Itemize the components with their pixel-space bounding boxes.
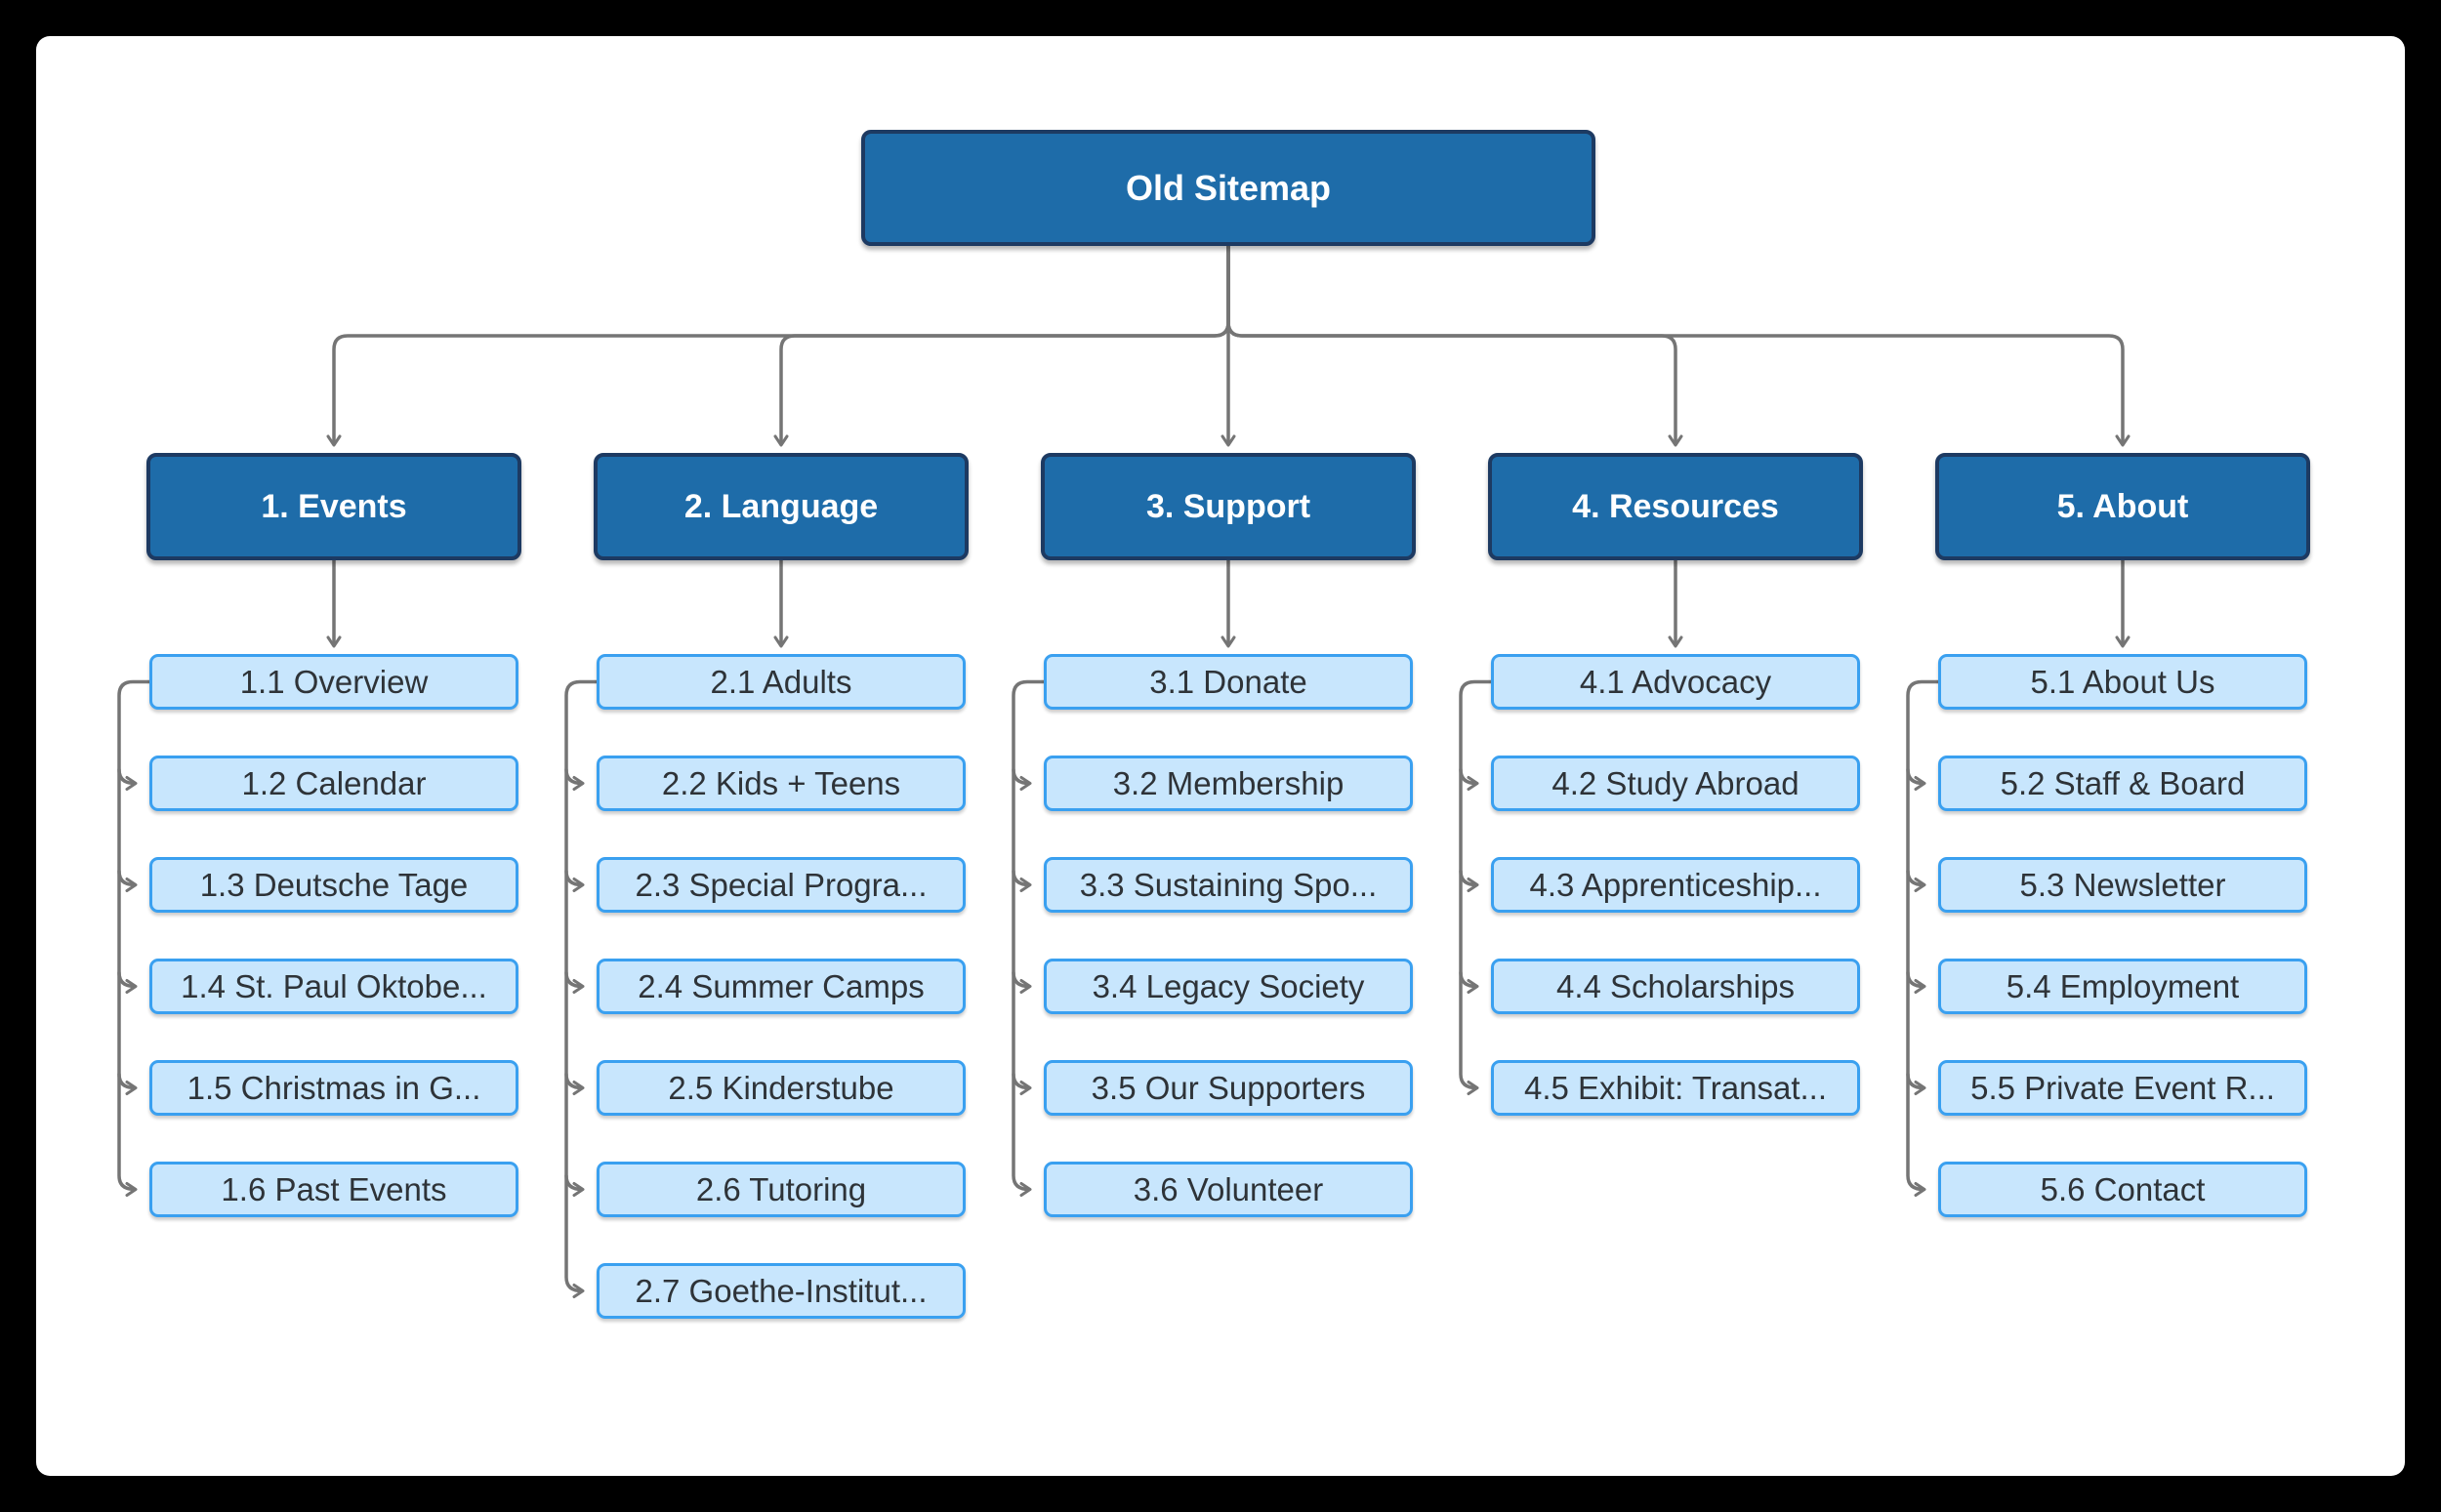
page-node-4-4-scholarships[interactable]: 4.4 Scholarships <box>1491 959 1860 1014</box>
category-node-1-events[interactable]: 1. Events <box>146 453 521 560</box>
page-node-2-4-summer-camps[interactable]: 2.4 Summer Camps <box>597 959 966 1014</box>
page-node-2-6-tutoring-label: 2.6 Tutoring <box>695 1170 867 1207</box>
page-node-1-6-past-events[interactable]: 1.6 Past Events <box>149 1162 518 1217</box>
root-node-label: Old Sitemap <box>1125 167 1332 208</box>
category-node-4-resources[interactable]: 4. Resources <box>1488 453 1863 560</box>
page-node-3-2-membership-label: 3.2 Membership <box>1112 764 1345 801</box>
page-node-3-3-sustaining-spo[interactable]: 3.3 Sustaining Spo... <box>1044 857 1413 913</box>
page-node-5-1-about-us[interactable]: 5.1 About Us <box>1938 654 2307 710</box>
page-node-3-3-sustaining-spo-label: 3.3 Sustaining Spo... <box>1079 866 1378 903</box>
page-node-4-3-apprenticeship[interactable]: 4.3 Apprenticeship... <box>1491 857 1860 913</box>
category-node-5-about-label: 5. About <box>2056 487 2189 525</box>
category-node-2-language-label: 2. Language <box>683 487 879 525</box>
page-node-4-5-exhibit-transat-label: 4.5 Exhibit: Transat... <box>1524 1069 1827 1106</box>
page-node-1-1-overview-label: 1.1 Overview <box>239 663 429 700</box>
page-node-4-1-advocacy-label: 4.1 Advocacy <box>1579 663 1772 700</box>
page-node-1-4-st-paul-oktobe-label: 1.4 St. Paul Oktobe... <box>181 967 487 1004</box>
page-node-1-2-calendar-label: 1.2 Calendar <box>241 764 427 801</box>
category-node-1-events-label: 1. Events <box>261 487 407 525</box>
page-node-3-1-donate-label: 3.1 Donate <box>1149 663 1307 700</box>
page-node-5-4-employment-label: 5.4 Employment <box>2006 967 2240 1004</box>
page-node-2-1-adults[interactable]: 2.1 Adults <box>597 654 966 710</box>
page-node-3-6-volunteer[interactable]: 3.6 Volunteer <box>1044 1162 1413 1217</box>
page-node-1-5-christmas-in-g[interactable]: 1.5 Christmas in G... <box>149 1060 518 1116</box>
page-node-5-4-employment[interactable]: 5.4 Employment <box>1938 959 2307 1014</box>
page-node-2-5-kinderstube-label: 2.5 Kinderstube <box>668 1069 894 1106</box>
page-node-2-4-summer-camps-label: 2.4 Summer Camps <box>638 967 925 1004</box>
page-node-3-2-membership[interactable]: 3.2 Membership <box>1044 756 1413 811</box>
page-node-1-6-past-events-label: 1.6 Past Events <box>221 1170 447 1207</box>
page-node-4-2-study-abroad[interactable]: 4.2 Study Abroad <box>1491 756 1860 811</box>
page-node-1-4-st-paul-oktobe[interactable]: 1.4 St. Paul Oktobe... <box>149 959 518 1014</box>
page-node-2-3-special-progra[interactable]: 2.3 Special Progra... <box>597 857 966 913</box>
page-node-5-6-contact[interactable]: 5.6 Contact <box>1938 1162 2307 1217</box>
page-node-3-6-volunteer-label: 3.6 Volunteer <box>1133 1170 1324 1207</box>
page-node-5-2-staff-board[interactable]: 5.2 Staff & Board <box>1938 756 2307 811</box>
page-node-2-5-kinderstube[interactable]: 2.5 Kinderstube <box>597 1060 966 1116</box>
page-node-1-3-deutsche-tage-label: 1.3 Deutsche Tage <box>199 866 469 903</box>
category-node-3-support[interactable]: 3. Support <box>1041 453 1416 560</box>
page-node-3-5-our-supporters-label: 3.5 Our Supporters <box>1091 1069 1366 1106</box>
page-node-2-6-tutoring[interactable]: 2.6 Tutoring <box>597 1162 966 1217</box>
root-node[interactable]: Old Sitemap <box>861 130 1595 246</box>
page-node-3-4-legacy-society-label: 3.4 Legacy Society <box>1092 967 1365 1004</box>
page-node-4-2-study-abroad-label: 4.2 Study Abroad <box>1551 764 1800 801</box>
category-node-3-support-label: 3. Support <box>1145 487 1311 525</box>
page-node-4-1-advocacy[interactable]: 4.1 Advocacy <box>1491 654 1860 710</box>
page-node-4-3-apprenticeship-label: 4.3 Apprenticeship... <box>1529 866 1822 903</box>
category-node-2-language[interactable]: 2. Language <box>594 453 969 560</box>
page-node-3-4-legacy-society[interactable]: 3.4 Legacy Society <box>1044 959 1413 1014</box>
page-node-5-5-private-event-r[interactable]: 5.5 Private Event R... <box>1938 1060 2307 1116</box>
category-node-5-about[interactable]: 5. About <box>1935 453 2310 560</box>
page-node-4-5-exhibit-transat[interactable]: 4.5 Exhibit: Transat... <box>1491 1060 1860 1116</box>
page-node-4-4-scholarships-label: 4.4 Scholarships <box>1556 967 1795 1004</box>
page-node-2-2-kids-teens[interactable]: 2.2 Kids + Teens <box>597 756 966 811</box>
page-node-1-5-christmas-in-g-label: 1.5 Christmas in G... <box>186 1069 481 1106</box>
page-node-5-1-about-us-label: 5.1 About Us <box>2030 663 2215 700</box>
page-node-3-1-donate[interactable]: 3.1 Donate <box>1044 654 1413 710</box>
page-node-2-7-goethe-institut-label: 2.7 Goethe-Institut... <box>635 1272 928 1309</box>
page-node-5-6-contact-label: 5.6 Contact <box>2040 1170 2206 1207</box>
page-node-5-2-staff-board-label: 5.2 Staff & Board <box>2000 764 2246 801</box>
page-node-2-1-adults-label: 2.1 Adults <box>710 663 852 700</box>
page-node-5-5-private-event-r-label: 5.5 Private Event R... <box>1970 1069 2275 1106</box>
page-node-3-5-our-supporters[interactable]: 3.5 Our Supporters <box>1044 1060 1413 1116</box>
page-node-1-1-overview[interactable]: 1.1 Overview <box>149 654 518 710</box>
page-node-1-2-calendar[interactable]: 1.2 Calendar <box>149 756 518 811</box>
page-node-1-3-deutsche-tage[interactable]: 1.3 Deutsche Tage <box>149 857 518 913</box>
page-node-5-3-newsletter-label: 5.3 Newsletter <box>2019 866 2226 903</box>
page-node-2-7-goethe-institut[interactable]: 2.7 Goethe-Institut... <box>597 1263 966 1319</box>
page-node-2-2-kids-teens-label: 2.2 Kids + Teens <box>661 764 901 801</box>
category-node-4-resources-label: 4. Resources <box>1572 487 1779 525</box>
page-node-2-3-special-progra-label: 2.3 Special Progra... <box>635 866 928 903</box>
page-node-5-3-newsletter[interactable]: 5.3 Newsletter <box>1938 857 2307 913</box>
